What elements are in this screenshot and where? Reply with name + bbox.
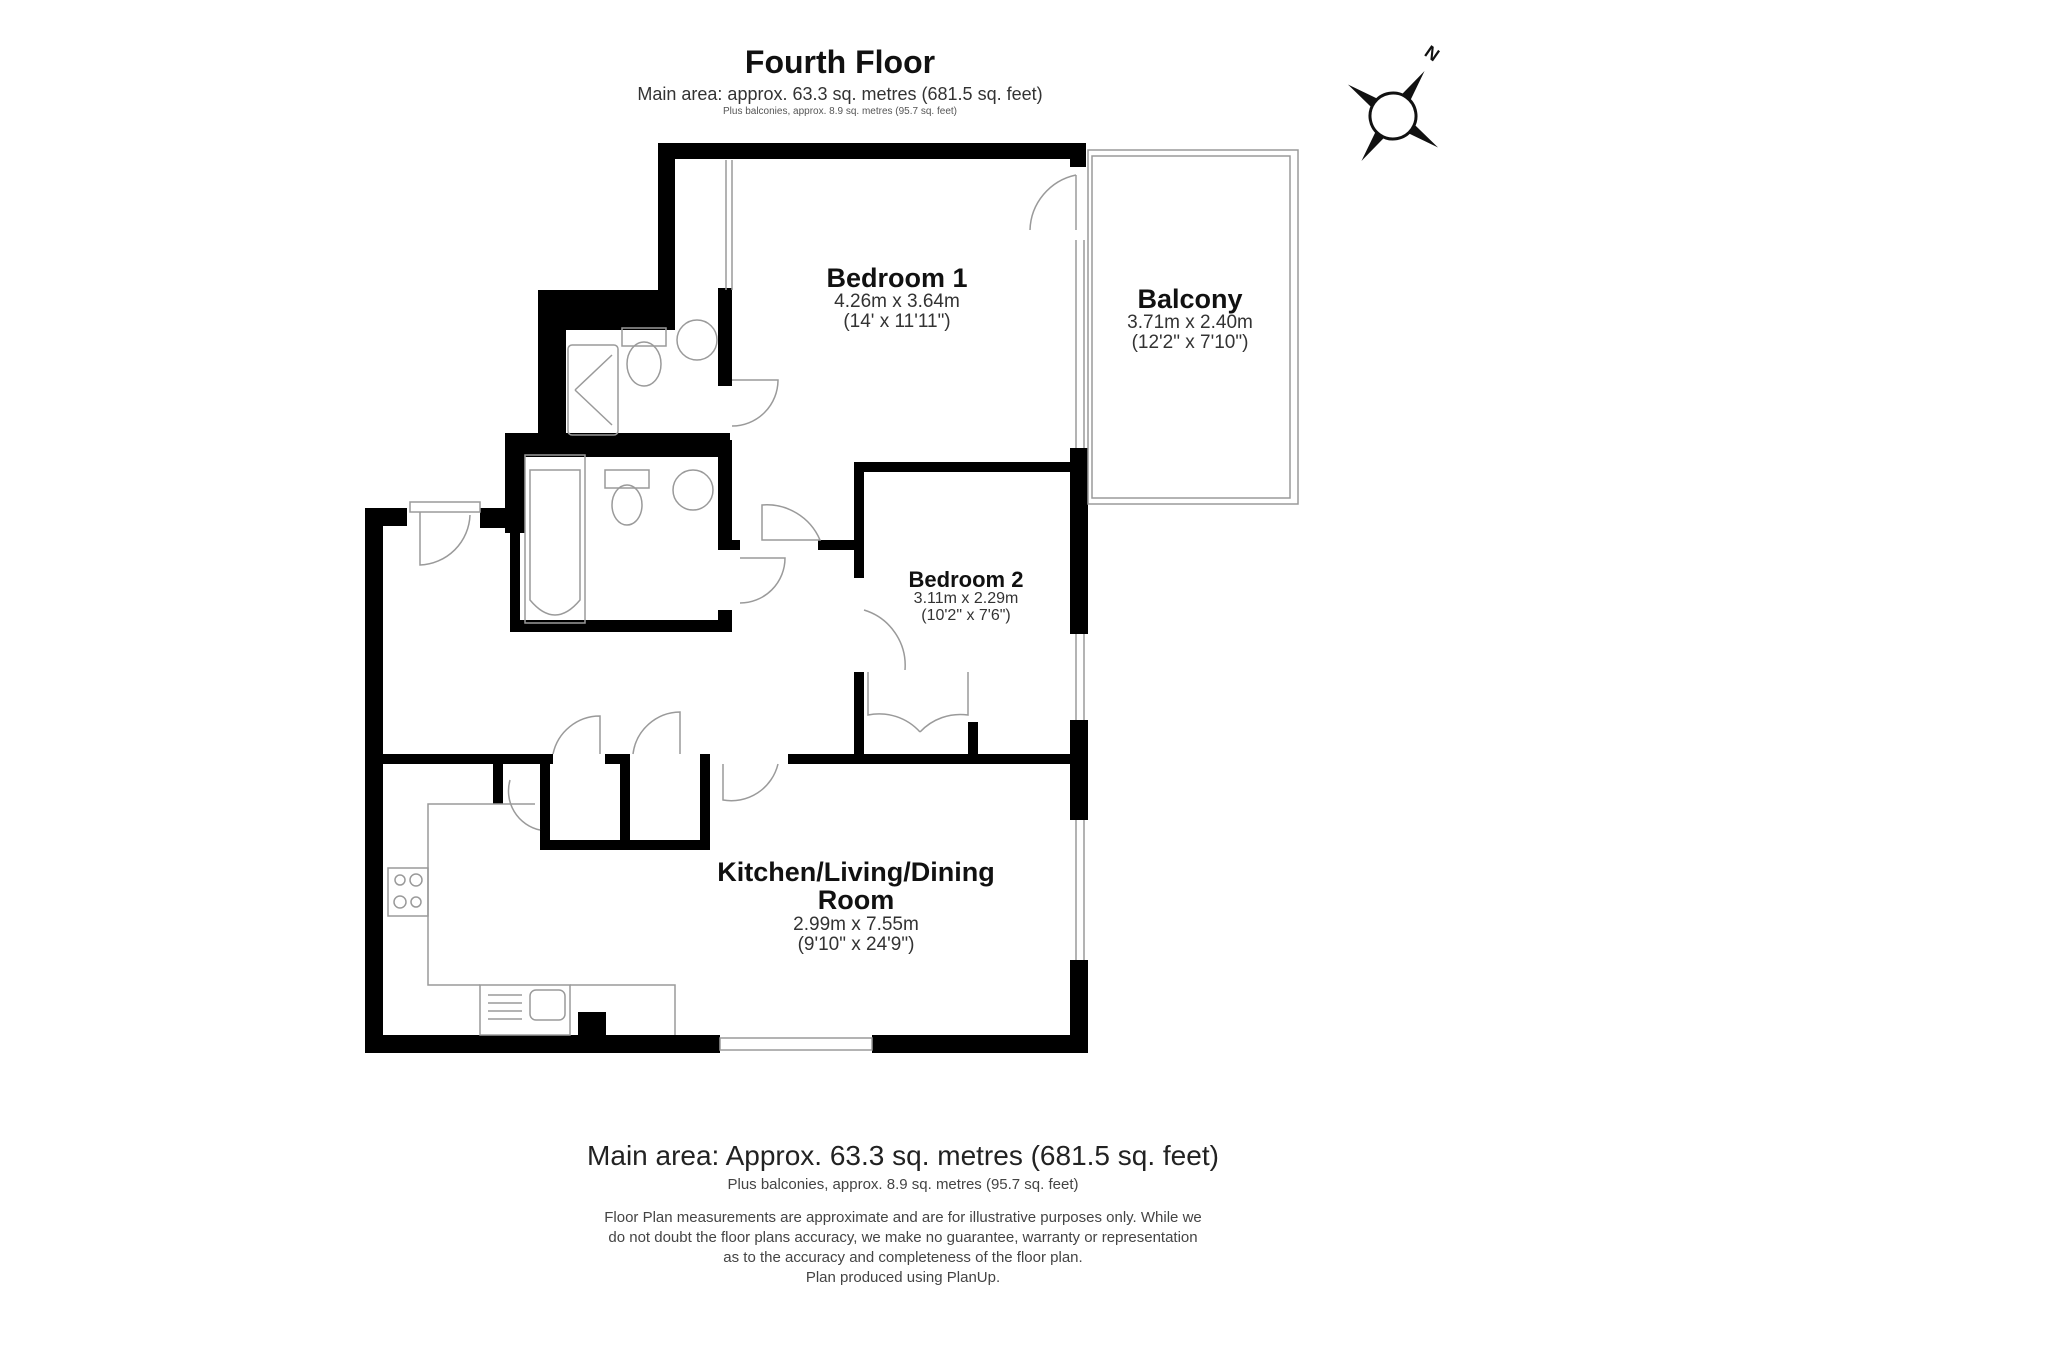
walls bbox=[365, 143, 1088, 1053]
room-name: Bedroom 1 bbox=[826, 263, 968, 293]
room-bedroom-1: Bedroom 1 4.26m x 3.64m (14' x 11'11") bbox=[826, 264, 967, 332]
room-kitchen-living-dining: Kitchen/Living/Dining Room 2.99m x 7.55m… bbox=[717, 858, 995, 955]
footer-main-area: Main area: Approx. 63.3 sq. metres (681.… bbox=[587, 1140, 1219, 1171]
room-metric: 2.99m x 7.55m bbox=[793, 913, 919, 935]
room-bedroom-2: Bedroom 2 3.11m x 2.29m (10'2" x 7'6") bbox=[909, 568, 1024, 625]
disclaimer-line: Plan produced using PlanUp. bbox=[805, 1269, 1001, 1286]
room-imperial: (10'2" x 7'6") bbox=[921, 606, 1011, 624]
room-name: Bedroom 2 bbox=[908, 567, 1024, 592]
balcony-area-note: Plus balconies, approx. 8.9 sq. metres (… bbox=[722, 106, 957, 117]
footer-balcony-note: Plus balconies, approx. 8.9 sq. metres (… bbox=[727, 1176, 1079, 1193]
main-area-summary: Main area: approx. 63.3 sq. metres (681.… bbox=[637, 84, 1043, 104]
disclaimer-line: do not doubt the floor plans accuracy, w… bbox=[608, 1229, 1198, 1246]
fixtures bbox=[387, 149, 1299, 1051]
floor-title: Fourth Floor bbox=[744, 44, 936, 80]
room-imperial: (14' x 11'11") bbox=[843, 311, 951, 333]
room-metric: 3.11m x 2.29m bbox=[913, 590, 1019, 608]
room-name-line-2: Room bbox=[817, 885, 895, 916]
room-balcony: Balcony 3.71m x 2.40m (12'2" x 7'10") bbox=[1127, 285, 1253, 353]
room-name: Balcony bbox=[1137, 284, 1243, 314]
disclaimer-line: Floor Plan measurements are approximate … bbox=[604, 1209, 1202, 1226]
room-metric: 4.26m x 3.64m bbox=[834, 291, 960, 313]
room-name: Kitchen/Living/Dining bbox=[717, 857, 995, 887]
room-imperial: (12'2" x 7'10") bbox=[1131, 332, 1249, 354]
room-metric: 3.71m x 2.40m bbox=[1127, 312, 1253, 334]
north-arrow-compass-icon: N bbox=[1347, 42, 1443, 162]
disclaimer-line: as to the accuracy and completeness of t… bbox=[723, 1249, 1083, 1266]
room-imperial: (9'10" x 24'9") bbox=[797, 933, 915, 955]
disclaimer: Floor Plan measurements are approximate … bbox=[540, 1208, 1266, 1288]
